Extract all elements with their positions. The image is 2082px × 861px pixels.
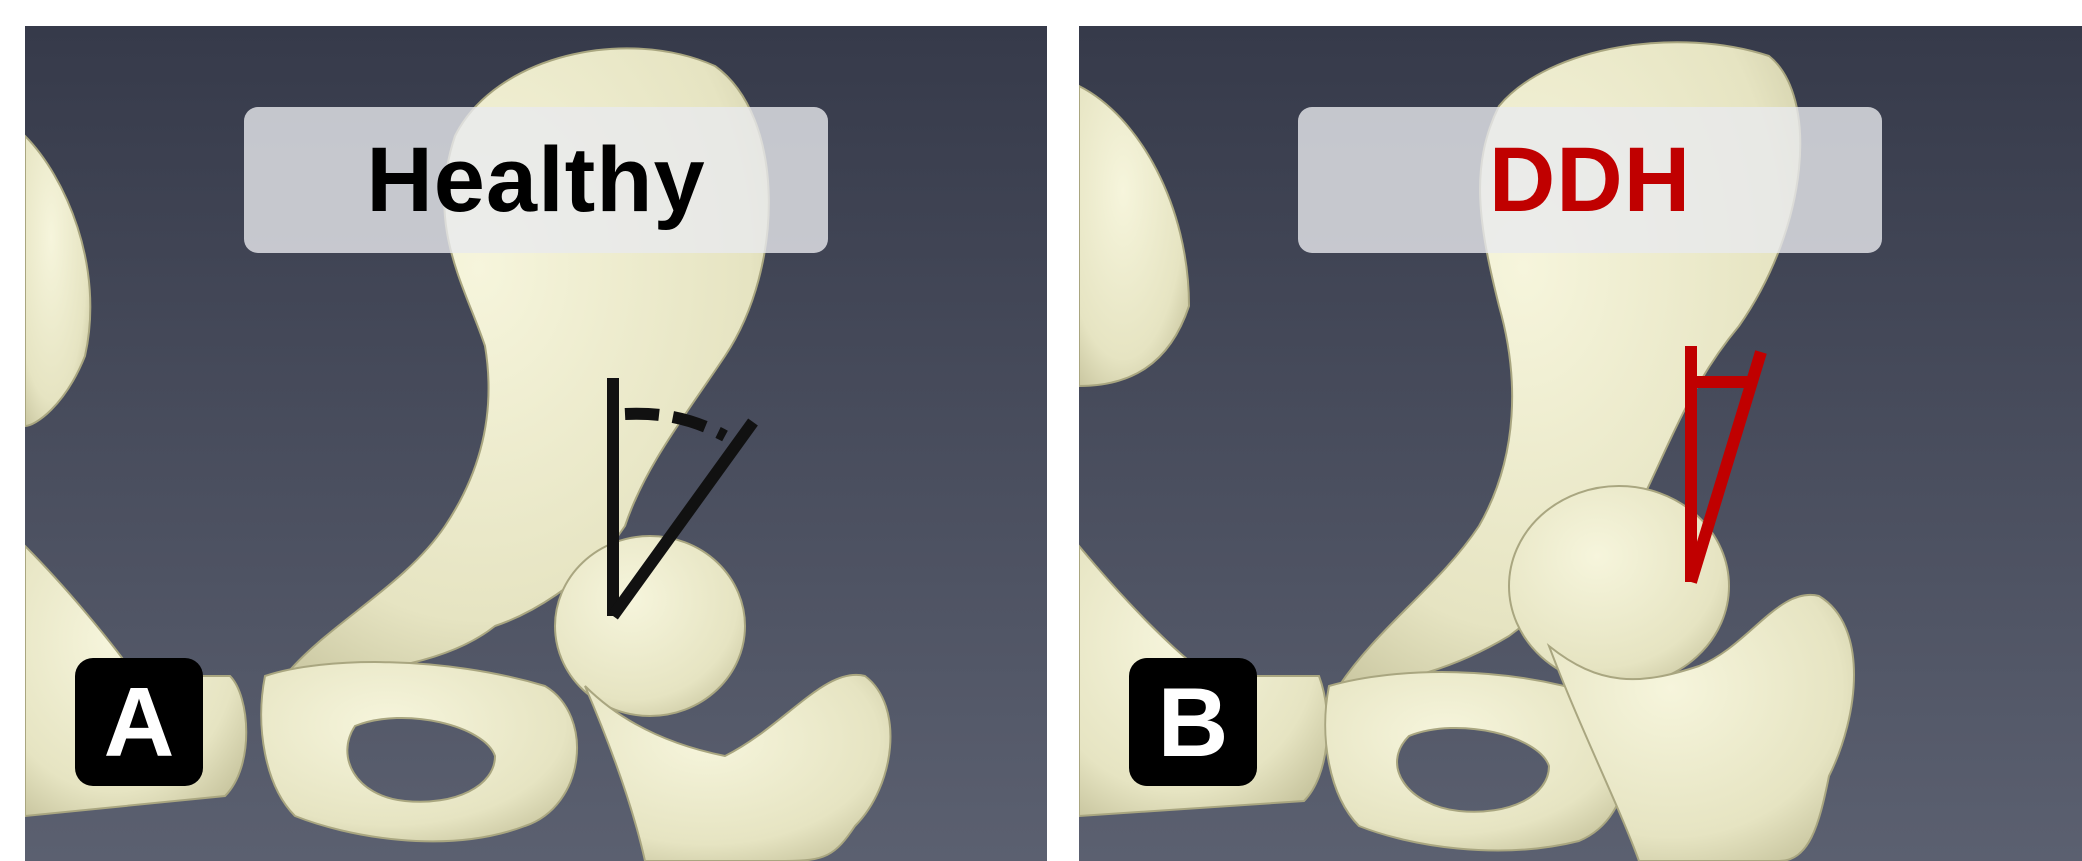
panel-ddh: DDH B xyxy=(1079,26,2082,861)
panel-label-badge: B xyxy=(1129,658,1257,786)
panel-healthy: Healthy A xyxy=(25,26,1047,861)
title-healthy: Healthy xyxy=(366,134,705,226)
title-box: Healthy xyxy=(244,107,828,253)
panel-label-b: B xyxy=(1158,673,1229,771)
title-box: DDH xyxy=(1298,107,1882,253)
title-ddh: DDH xyxy=(1489,134,1691,226)
panel-label-badge: A xyxy=(75,658,203,786)
panel-label-a: A xyxy=(104,673,175,771)
